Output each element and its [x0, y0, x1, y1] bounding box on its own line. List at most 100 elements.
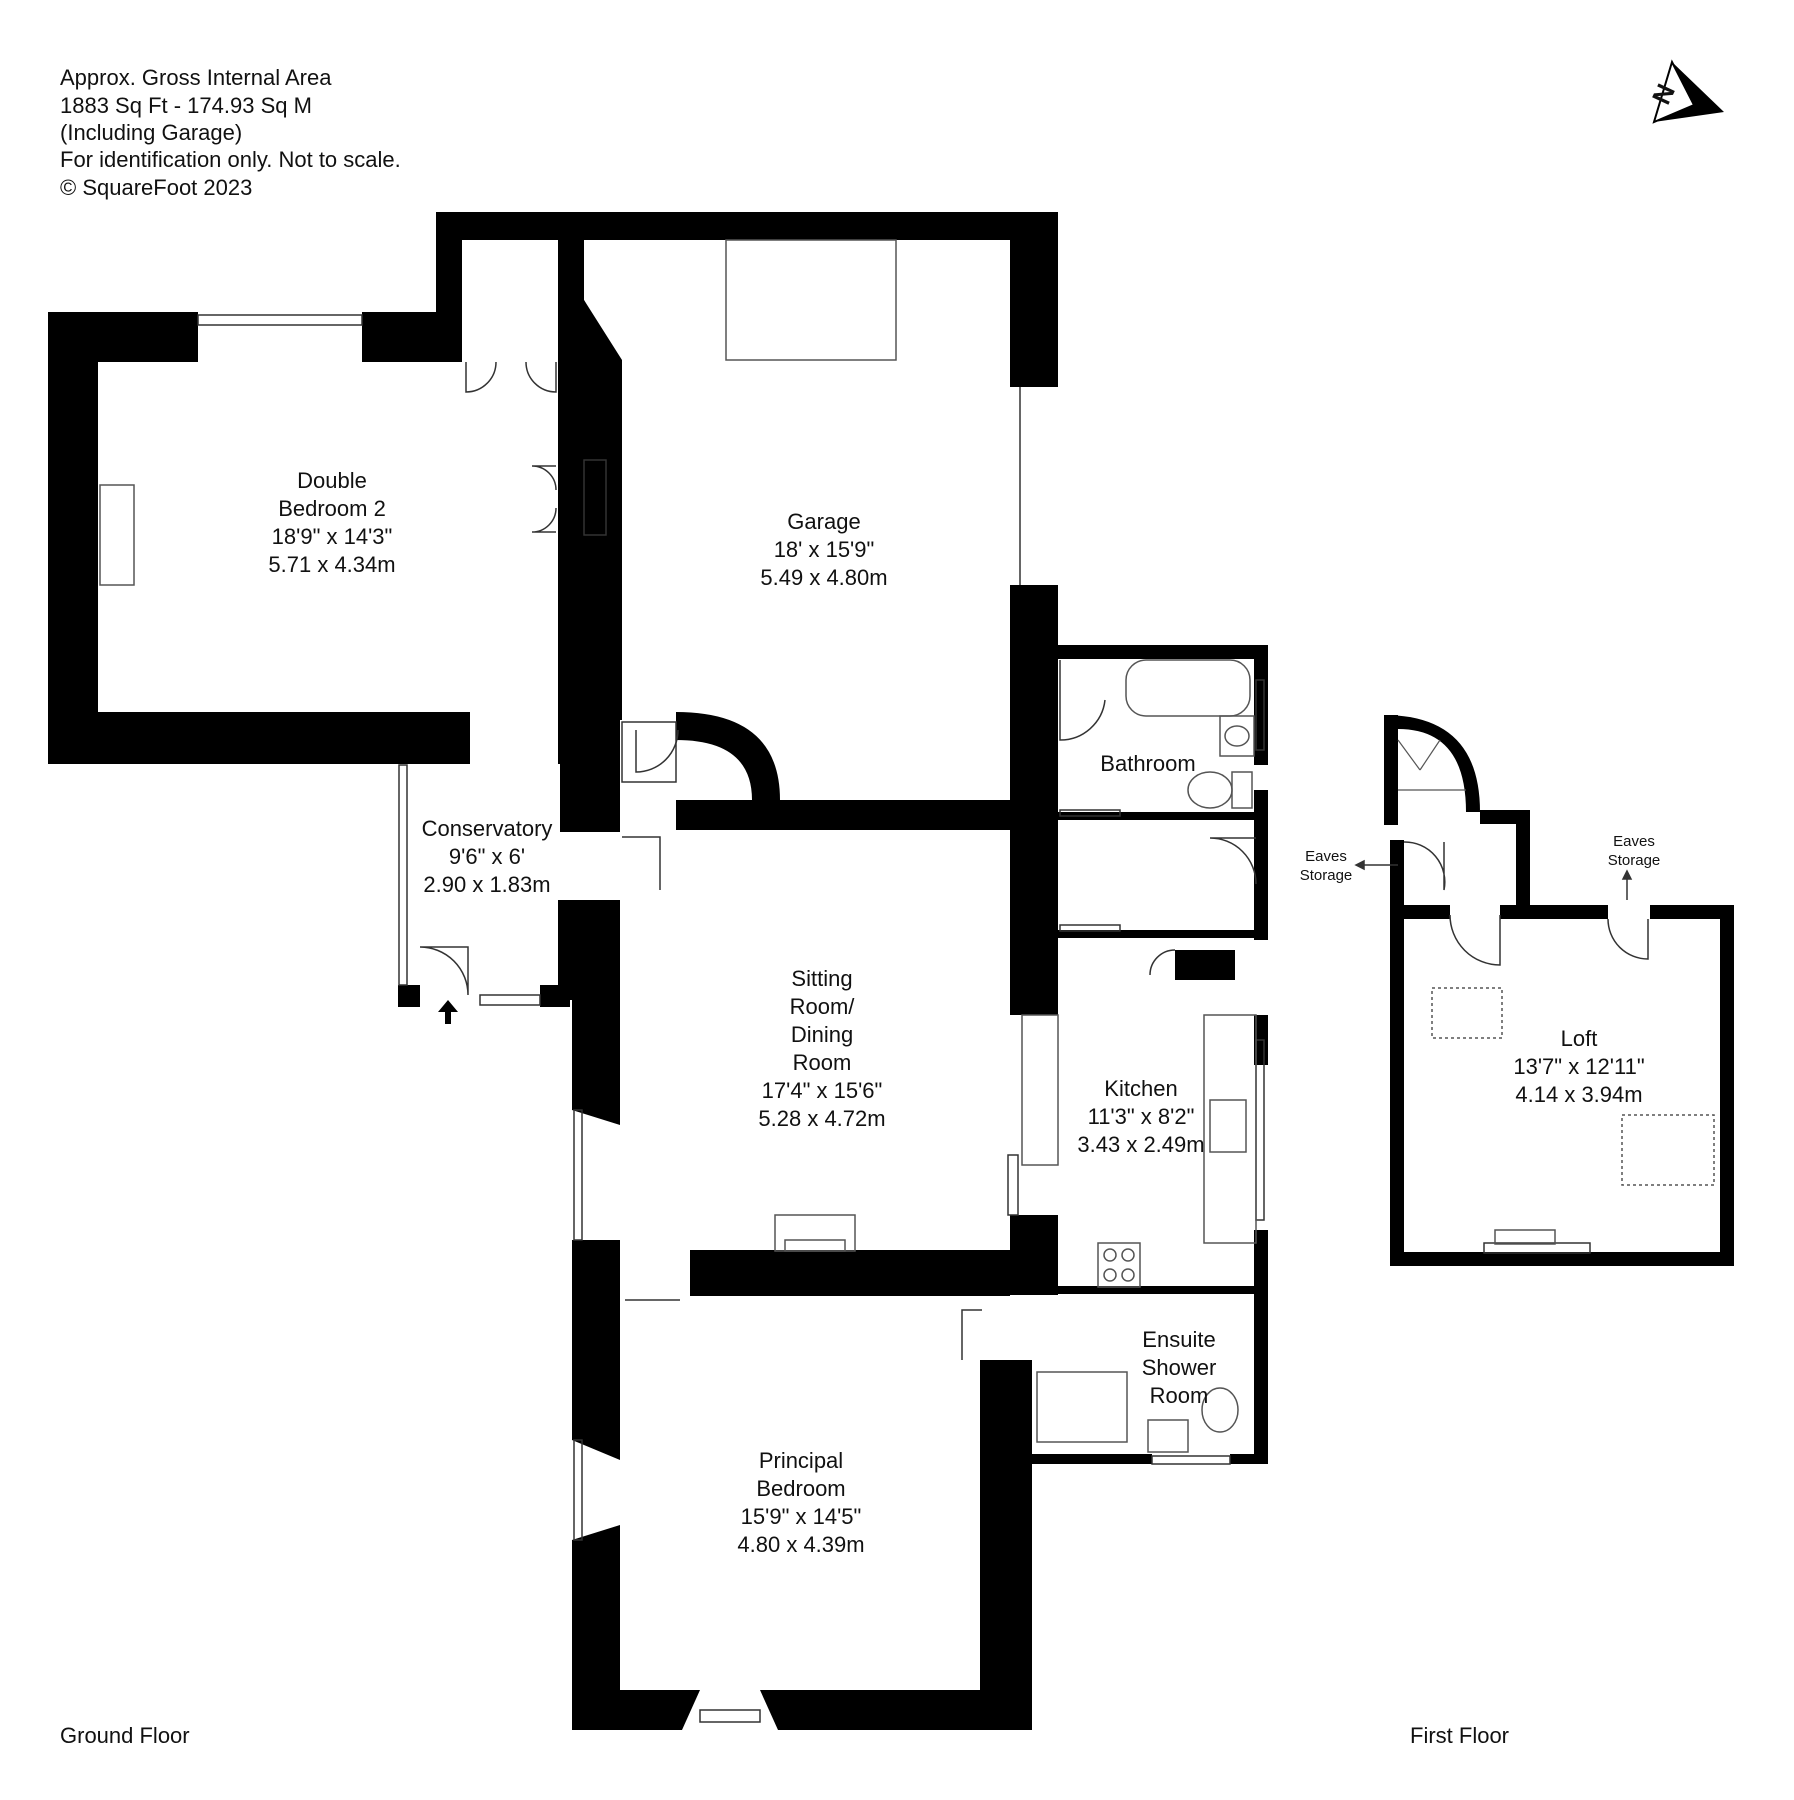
kitchen-sink [1209, 1099, 1247, 1153]
room-dim-metric: 5.71 x 4.34m [268, 552, 396, 577]
wall-principal-bottom-bay-r [760, 1690, 778, 1730]
room-double-bedroom-2: Double Bedroom 2 18'9" x 14'3" 5.71 x 4.… [268, 467, 395, 579]
doors [419, 361, 1649, 1360]
room-name: Loft [1560, 1026, 1598, 1051]
wall-bed2-top-left [48, 312, 198, 362]
loft-chimney [1494, 1229, 1556, 1245]
first-floor-label: First Floor [1410, 1723, 1509, 1748]
wall-principal-bay-b [572, 1525, 620, 1540]
basin-ensuite [1147, 1419, 1189, 1453]
wall-ensuite-bottom-l [1032, 1454, 1152, 1464]
wall-bed2-garage-div [558, 240, 584, 360]
wall-cons-right-col [558, 900, 572, 1000]
wall-loft-stair-curve [1384, 715, 1480, 812]
room-name: Bathroom [1100, 751, 1196, 776]
walls [48, 212, 1734, 1730]
wall-loft-step-v [1516, 810, 1530, 915]
room-name: Double [297, 468, 367, 493]
wall-loft-top-l [1390, 905, 1450, 919]
area-heading: Approx. Gross Internal Area [60, 65, 332, 90]
wall-bath-top [1058, 645, 1268, 659]
wall-garage-right-top [1010, 212, 1058, 387]
room-name: Room [792, 1050, 852, 1075]
room-dim-metric: 3.43 x 2.49m [1077, 1132, 1205, 1157]
room-dim-imperial: 18'9" x 14'3" [271, 524, 393, 549]
eaves-label: Storage [1607, 852, 1661, 869]
room-name: Conservatory [421, 816, 553, 841]
shower-tray [1036, 1371, 1128, 1443]
eaves-label: Eaves [1613, 833, 1655, 850]
copyright: © SquareFoot 2023 [60, 175, 253, 200]
area-note: (Including Garage) [60, 120, 243, 145]
room-kitchen: Kitchen 11'3" x 8'2" 3.43 x 2.49m [1077, 1075, 1204, 1159]
wall-loft-left [1390, 905, 1404, 1265]
room-name: Bedroom [756, 1476, 846, 1501]
fixtures [99, 239, 1715, 1453]
wall-bed2-bottom [48, 712, 470, 764]
kitchen-worktop-right [1203, 1014, 1257, 1244]
room-dim-metric: 4.14 x 3.94m [1515, 1082, 1643, 1107]
room-dim-imperial: 15'9" x 14'5" [740, 1504, 862, 1529]
stair-treads [1397, 739, 1466, 791]
room-name: Garage [787, 509, 861, 534]
wall-loft-stair-left [1384, 715, 1398, 825]
room-dim-imperial: 11'3" x 8'2" [1087, 1104, 1195, 1129]
wall-loft-bottom [1390, 1252, 1734, 1266]
wall-hall-left-col [560, 712, 620, 832]
wall-principal-bay-a [572, 1440, 620, 1460]
room-dim-metric: 4.80 x 4.39m [737, 1532, 865, 1557]
wall-landing-bottom [1058, 930, 1258, 938]
wall-bay-sitting-1 [572, 1110, 620, 1125]
room-garage: Garage 18' x 15'9" 5.49 x 4.80m [760, 508, 887, 592]
entrance-arrow [438, 1000, 458, 1024]
wall-stair-ground [676, 712, 780, 830]
room-dim-imperial: 13'7" x 12'11" [1513, 1054, 1645, 1079]
room-dim-imperial: 9'6" x 6' [448, 844, 526, 869]
wall-hall-strip-1 [572, 900, 620, 1110]
room-name: Ensuite [1142, 1327, 1216, 1352]
wall-loft-step-h [1480, 810, 1530, 824]
fireplace-sitting [774, 1214, 856, 1252]
room-ensuite: Ensuite Shower Room [1142, 1326, 1217, 1410]
room-dim-imperial: 18' x 15'9" [773, 537, 875, 562]
garage-panel [725, 239, 897, 361]
wall-bath-right-2 [1254, 790, 1268, 940]
room-name: Kitchen [1104, 1076, 1178, 1101]
wall-loft-stair-left2 [1390, 840, 1404, 910]
wall-ensuite-top [982, 1362, 1032, 1368]
wall-principal-right [980, 1360, 1032, 1730]
room-bathroom: Bathroom [1100, 750, 1195, 778]
wall-garage-left-chamfer [558, 300, 622, 720]
wall-cons-post-left [398, 985, 420, 1007]
room-sitting-dining: Sitting Room/ Dining Room 17'4" x 15'6" … [758, 965, 885, 1133]
bathtub [1125, 659, 1251, 717]
eaves-label: Storage [1299, 867, 1353, 884]
area-figures: 1883 Sq Ft - 174.93 Sq M [60, 93, 312, 118]
wall-top-outer [436, 212, 1058, 240]
room-conservatory: Conservatory 9'6" x 6' 2.90 x 1.83m [422, 815, 553, 899]
wall-bed2-left [48, 312, 98, 764]
wall-loft-right [1720, 905, 1734, 1266]
room-dim-imperial: 17'4" x 15'6" [761, 1078, 883, 1103]
velux-1 [1431, 987, 1503, 1039]
wall-principal-bottom-left [572, 1690, 682, 1730]
room-name: Bedroom 2 [278, 496, 386, 521]
wall-bay-sitting-2a [572, 1095, 620, 1110]
wall-kitchen-left-top [1010, 825, 1058, 1015]
room-name: Dining [790, 1022, 854, 1047]
wall-kitchen-right-2 [1254, 1230, 1268, 1290]
room-dim-metric: 5.49 x 4.80m [760, 565, 888, 590]
kitchen-hob [1097, 1242, 1141, 1288]
room-dim-metric: 2.90 x 1.83m [423, 872, 551, 897]
room-principal-bedroom: Principal Bedroom 15'9" x 14'5" 4.80 x 4… [737, 1447, 864, 1559]
room-loft: Loft 13'7" x 12'11" 4.14 x 3.94m [1513, 1025, 1644, 1109]
wall-principal-bottom-bay-l [682, 1690, 700, 1730]
compass-icon [1652, 59, 1724, 124]
kitchen-worktop-left [1021, 1014, 1059, 1166]
room-name: Room [1149, 1383, 1209, 1408]
wall-small-cupboard [1175, 950, 1235, 980]
wall-ensuite-bottom-r [1230, 1454, 1268, 1464]
scale-disclaimer: For identification only. Not to scale. [60, 147, 401, 172]
wall-loft-top-r [1650, 905, 1734, 919]
room-name: Principal [758, 1448, 844, 1473]
